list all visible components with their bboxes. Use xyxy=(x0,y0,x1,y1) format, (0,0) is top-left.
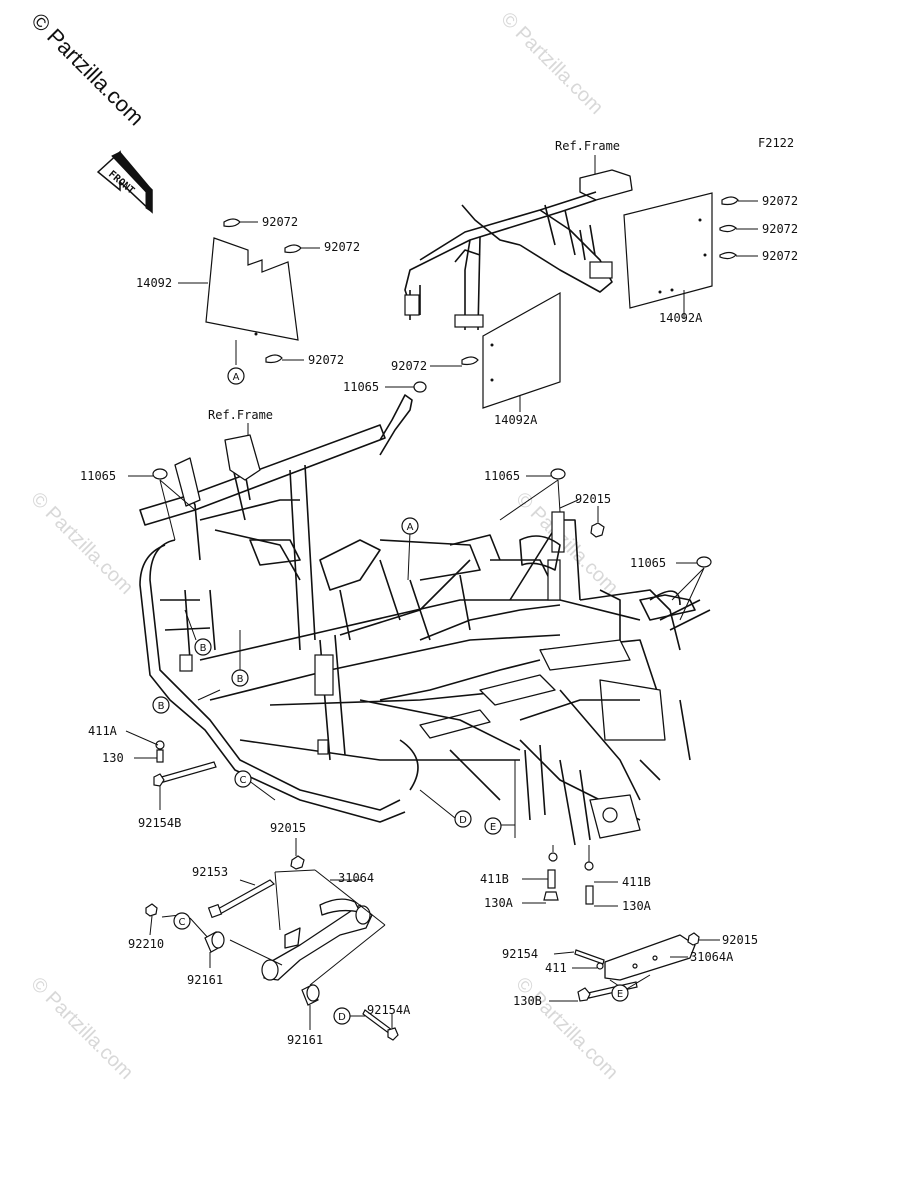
watermark-text: © Partzilla.com xyxy=(26,973,137,1084)
label-11065: 11065 xyxy=(630,556,666,570)
diagram-code: F2122 xyxy=(758,136,794,150)
watermark-text: © Partzilla.com xyxy=(496,8,607,119)
label-14092A: 14092A xyxy=(659,311,703,325)
bracket-31064A-drawing xyxy=(549,932,720,1002)
label-92015: 92015 xyxy=(722,933,758,947)
label-11065: 11065 xyxy=(484,469,520,483)
callout-circles: A A B B B C C D D E E xyxy=(152,367,629,1025)
label-92015: 92015 xyxy=(270,821,306,835)
callout-A: A xyxy=(407,522,414,533)
callout-A: A xyxy=(233,372,240,383)
label-130A: 130A xyxy=(622,899,652,913)
label-92072: 92072 xyxy=(762,194,798,208)
callout-B: B xyxy=(158,701,165,712)
mud-flap-14092A-right xyxy=(623,192,713,309)
brand-watermark: © Partzilla.com xyxy=(26,8,149,131)
label-92210: 92210 xyxy=(128,937,164,951)
label-14092: 14092 xyxy=(136,276,172,290)
label-92072: 92072 xyxy=(391,359,427,373)
mud-flap-14092A-middle xyxy=(379,291,561,456)
label-92072: 92072 xyxy=(762,249,798,263)
callout-D: D xyxy=(459,815,467,826)
label-92072: 92072 xyxy=(308,353,344,367)
main-frame-fasteners xyxy=(125,468,712,907)
ref-frame-top-label: Ref.Frame xyxy=(555,139,620,153)
label-92154A: 92154A xyxy=(367,1003,411,1017)
label-92153: 92153 xyxy=(192,865,228,879)
label-92154: 92154 xyxy=(502,947,538,961)
callout-E: E xyxy=(490,822,496,833)
label-11065: 11065 xyxy=(80,469,116,483)
callout-C: C xyxy=(240,775,247,786)
callout-C: C xyxy=(179,917,186,928)
watermark-text: © Partzilla.com xyxy=(26,488,137,599)
mud-flap-14092-left xyxy=(178,218,320,365)
label-92161: 92161 xyxy=(287,1033,323,1047)
label-130: 130 xyxy=(102,751,124,765)
label-411: 411 xyxy=(545,961,567,975)
label-411A: 411A xyxy=(88,724,118,738)
label-92154B: 92154B xyxy=(138,816,181,830)
label-31064A: 31064A xyxy=(690,950,734,964)
ref-frame-left-label: Ref.Frame xyxy=(208,408,273,422)
label-130A: 130A xyxy=(484,896,514,910)
callout-E: E xyxy=(617,989,623,1000)
front-arrow-icon: FRONT xyxy=(96,150,153,214)
main-frame-drawing: Ref.Frame xyxy=(139,408,711,846)
label-31064: 31064 xyxy=(338,871,374,885)
label-11065: 11065 xyxy=(343,380,379,394)
callout-D: D xyxy=(338,1012,346,1023)
callout-B: B xyxy=(237,674,244,685)
label-14092A: 14092A xyxy=(494,413,538,427)
label-92072: 92072 xyxy=(262,215,298,229)
label-92072: 92072 xyxy=(324,240,360,254)
label-92161: 92161 xyxy=(187,973,223,987)
label-411B: 411B xyxy=(480,872,509,886)
callout-lines xyxy=(184,531,516,838)
callout-B: B xyxy=(200,643,207,654)
ref-frame-top-drawing: Ref.Frame xyxy=(404,139,633,331)
label-130B: 130B xyxy=(513,994,542,1008)
bracket-31064-drawing xyxy=(145,838,399,1041)
label-92072: 92072 xyxy=(762,222,798,236)
clip-92072-right-group xyxy=(683,196,758,318)
label-92015: 92015 xyxy=(575,492,611,506)
label-411B: 411B xyxy=(622,875,651,889)
